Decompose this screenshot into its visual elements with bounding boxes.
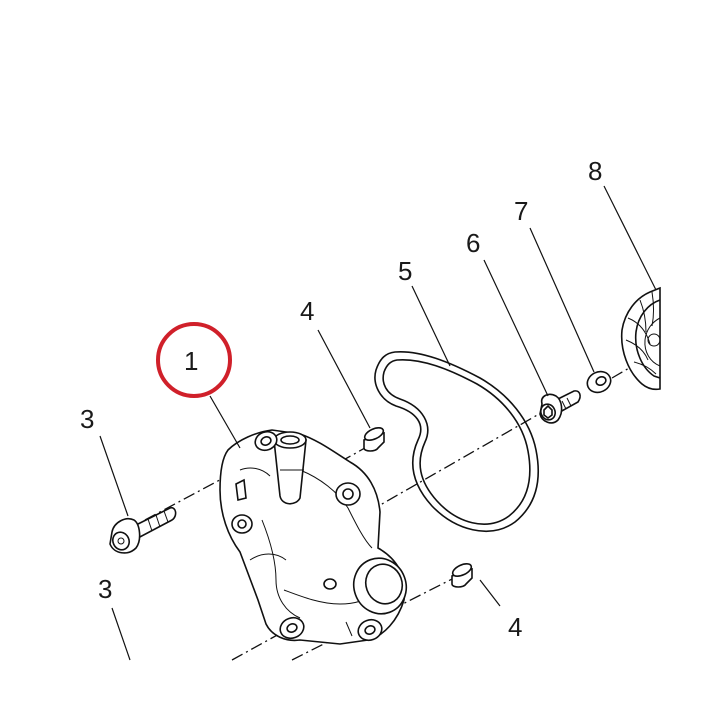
callout-1: 1 xyxy=(184,346,198,376)
flange-bolt-part xyxy=(109,506,177,554)
callout-3-bottom: 3 xyxy=(98,574,112,604)
callout-5: 5 xyxy=(398,256,412,286)
callout-3-top: 3 xyxy=(80,404,94,434)
callout-8: 8 xyxy=(588,156,602,186)
impeller-part xyxy=(620,286,661,391)
callout-7: 7 xyxy=(514,196,528,226)
dowel-pin-bottom-part xyxy=(451,563,473,588)
callout-labels: 1 3 3 4 4 5 6 7 8 xyxy=(80,156,602,642)
washer-part xyxy=(586,370,612,394)
callout-1-highlight-circle xyxy=(156,322,232,398)
callout-4-top: 4 xyxy=(300,296,314,326)
pump-cover-part xyxy=(219,429,408,645)
callout-6: 6 xyxy=(466,228,480,258)
callout-4-bottom: 4 xyxy=(508,612,522,642)
leader-lines xyxy=(99,185,657,661)
gasket-ring-part xyxy=(374,351,539,533)
socket-bolt-part xyxy=(539,390,581,424)
dowel-pin-top-part xyxy=(363,427,385,452)
